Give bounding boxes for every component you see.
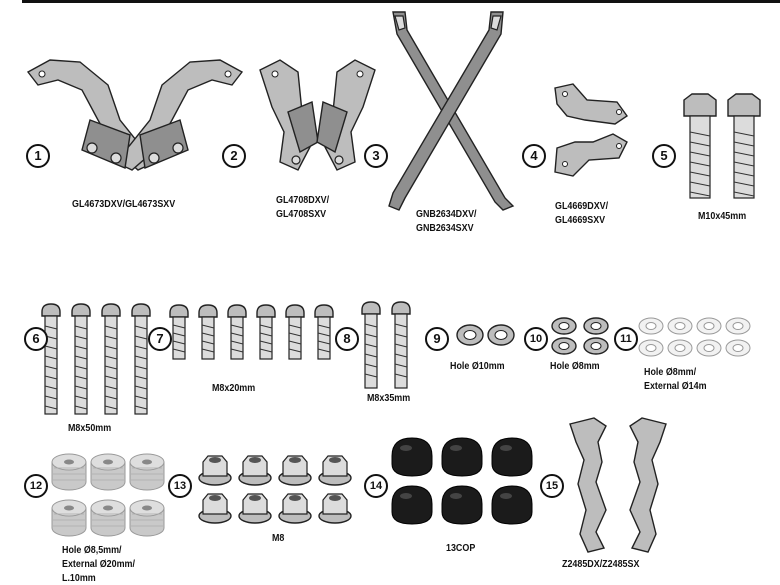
spacers-drawing [51, 453, 165, 537]
item-number-13: 13 [168, 474, 192, 498]
caption-gl4669-line2: GL4669SXV [555, 214, 606, 226]
bolts-m8x35-drawing [361, 301, 411, 389]
caption-nuts-m8: M8 [272, 532, 285, 544]
caption-m10x45: M10x45mm [698, 210, 747, 222]
caption-gnb2634-line2: GNB2634SXV [416, 222, 474, 234]
bolts-m10x45-drawing [683, 93, 761, 199]
item-number-5: 5 [652, 144, 676, 168]
caption-flat-washers-line2: External Ø14m [644, 380, 707, 392]
top-rule [22, 0, 780, 3]
item-number-10: 10 [524, 327, 548, 351]
item-number-1: 1 [26, 144, 50, 168]
caption-gl4708-line2: GL4708SXV [276, 208, 327, 220]
bracket-pair-gl4708-drawing [259, 59, 376, 171]
caption-gl4669-line1: GL4669DXV/ [555, 200, 609, 212]
item-number-2: 2 [222, 144, 246, 168]
bolts-m8x50-drawing [41, 303, 151, 415]
caption-spacers-line1: Hole Ø8,5mm/ [62, 544, 122, 556]
flat-washers-drawing [638, 317, 751, 357]
caption-m8x20: M8x20mm [212, 382, 256, 394]
bracket-pair-1-2-drawing [26, 59, 244, 171]
cross-bar-drawing [388, 11, 515, 211]
item-number-15: 15 [540, 474, 564, 498]
caption-13cop: 13COP [446, 542, 476, 554]
item-number-12: 12 [24, 474, 48, 498]
caption-gl4673: GL4673DXV/GL4673SXV [72, 198, 176, 210]
item-number-11: 11 [614, 327, 638, 351]
item-number-8: 8 [335, 327, 359, 351]
item-number-7: 7 [148, 327, 172, 351]
covers-drawing [569, 417, 667, 553]
bolts-m8x20-drawing [169, 304, 334, 360]
caption-gnb2634-line1: GNB2634DXV/ [416, 208, 477, 220]
caption-washers-8: Hole Ø8mm [550, 360, 600, 372]
item-number-4: 4 [522, 144, 546, 168]
item-number-9: 9 [425, 327, 449, 351]
flange-nuts-drawing [198, 455, 352, 524]
caption-m8x50: M8x50mm [68, 422, 112, 434]
split-washers-10mm-drawing [456, 324, 515, 346]
caption-washers-10: Hole Ø10mm [450, 360, 505, 372]
split-washers-8mm-drawing [551, 317, 609, 355]
caption-gl4708-line1: GL4708DXV/ [276, 194, 330, 206]
cap-nuts-drawing [391, 437, 533, 525]
caption-z2485: Z2485DX/Z2485SX [562, 558, 640, 570]
item-number-14: 14 [364, 474, 388, 498]
item-number-6: 6 [24, 327, 48, 351]
caption-spacers-line2: External Ø20mm/ [62, 558, 135, 570]
caption-spacers-line3: L.10mm [62, 572, 96, 584]
item-number-3: 3 [364, 144, 388, 168]
caption-flat-washers-line1: Hole Ø8mm/ [644, 366, 697, 378]
bracket-pair-gl4669-drawing [554, 83, 628, 177]
caption-m8x35: M8x35mm [367, 392, 411, 404]
